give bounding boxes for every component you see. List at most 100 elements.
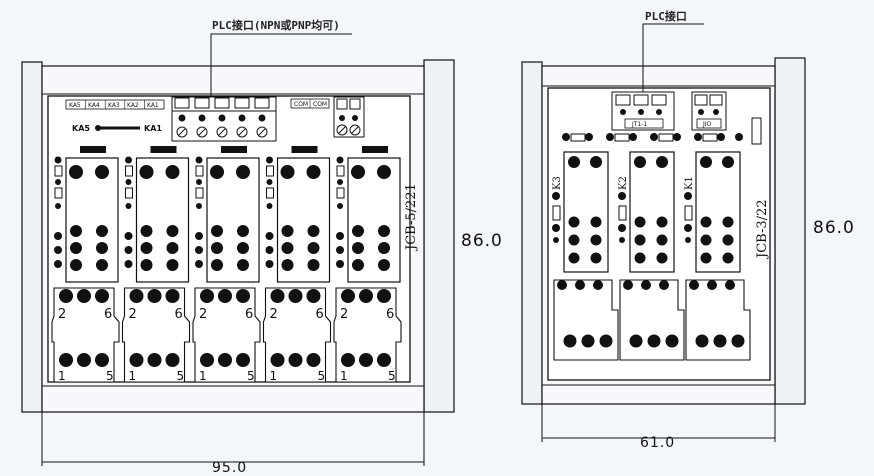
pin-dot — [281, 225, 294, 237]
pin-dot — [656, 216, 668, 228]
range-start-label: KA5 — [72, 124, 90, 133]
pin-dot — [70, 225, 82, 237]
left-width-dim: 95.0 — [212, 460, 247, 476]
pin-dot — [563, 334, 577, 348]
resistor — [221, 146, 247, 153]
pin-number: 1 — [129, 369, 137, 383]
left-plc-leader — [210, 33, 352, 96]
ka-tag-4: KA4 — [88, 102, 100, 109]
pin-number: 6 — [386, 307, 394, 322]
pin-dot — [590, 252, 602, 264]
pin-dot — [218, 289, 232, 303]
pin-dot — [195, 246, 203, 254]
pin-dot — [125, 156, 132, 164]
pin-dot — [685, 237, 691, 243]
pin-dot — [140, 225, 153, 237]
pin-dot — [211, 242, 223, 254]
pin-number: 6 — [175, 307, 183, 322]
pin-dot — [125, 203, 132, 209]
pin-dot — [288, 353, 303, 367]
relay-label: K1 — [684, 176, 695, 190]
pin-dot — [341, 289, 355, 303]
left-part-code: JCB-5/221 — [404, 183, 419, 252]
pin-dot — [306, 353, 321, 367]
relay-body — [695, 151, 741, 273]
pin-dot — [590, 156, 602, 168]
pin-dot — [125, 179, 132, 185]
relay-channel: K1 — [684, 151, 751, 361]
pin-dot — [568, 216, 580, 228]
right-part-code: JCB-3/22 — [755, 199, 770, 260]
resistor — [80, 146, 106, 153]
pin-dot — [237, 259, 249, 271]
pin-dot — [166, 242, 179, 254]
right-rail-left — [521, 61, 543, 405]
pin-dot — [731, 334, 745, 348]
pin-dot — [619, 237, 625, 243]
pin-number: 1 — [270, 369, 278, 383]
pin-dot — [124, 260, 133, 268]
pin-dot — [575, 280, 585, 290]
pin-number: 1 — [340, 369, 348, 383]
pin-dot — [147, 353, 162, 367]
pin-dot — [700, 156, 712, 168]
pin-dot — [166, 259, 179, 271]
pin-dot — [656, 252, 668, 264]
pin-dot — [618, 224, 626, 232]
pin-dot — [552, 192, 560, 200]
diode — [195, 165, 204, 177]
pin-dot — [707, 280, 717, 290]
output-terminal — [553, 279, 619, 361]
diode — [54, 165, 63, 177]
resistor — [552, 205, 561, 221]
connector-tag-1: JT1-1 — [631, 121, 647, 128]
pin-dot — [270, 353, 285, 367]
relay-body — [563, 151, 609, 273]
pin-dot — [552, 224, 560, 232]
pin-dot — [722, 252, 734, 264]
pin-dot — [684, 224, 692, 232]
pin-number: 2 — [270, 307, 278, 322]
pin-dot — [590, 234, 602, 246]
pin-dot — [55, 203, 61, 209]
pin-dot — [140, 242, 153, 254]
pin-dot — [557, 280, 567, 290]
ka-tag-2: KA2 — [127, 102, 139, 109]
relay-channel: K3 — [552, 151, 619, 361]
relay-channel: K2 — [618, 151, 685, 361]
resistor — [291, 146, 318, 153]
pin-dot — [623, 280, 633, 290]
pin-dot — [713, 334, 727, 348]
pin-dot — [307, 242, 320, 254]
right-connector-1: JT1-1 — [611, 91, 675, 131]
right-plc-leader — [642, 23, 704, 92]
resistor — [125, 187, 133, 199]
left-plc-terminal-block — [171, 96, 277, 142]
pin-dot — [200, 353, 214, 367]
pin-dot — [377, 353, 391, 367]
pin-dot — [599, 334, 613, 348]
diode — [125, 165, 133, 177]
pin-dot — [165, 165, 180, 179]
right-indicator-chain — [562, 117, 762, 145]
pin-dot — [236, 353, 250, 367]
left-width-dimension — [41, 412, 425, 466]
pin-dot — [618, 192, 626, 200]
pin-dot — [553, 237, 559, 243]
pin-dot — [341, 353, 355, 367]
pin-dot — [55, 179, 61, 185]
pin-dot — [336, 232, 344, 240]
pin-dot — [725, 280, 735, 290]
pin-dot — [337, 203, 343, 209]
pin-number: 5 — [247, 369, 255, 383]
pin-dot — [722, 216, 734, 228]
pin-dot — [378, 259, 390, 271]
pin-dot — [659, 280, 669, 290]
right-width-dimension — [541, 404, 776, 442]
pin-dot — [359, 289, 373, 303]
com-tag-1: COM — [294, 101, 308, 108]
diode — [336, 165, 345, 177]
pin-dot — [147, 289, 162, 303]
